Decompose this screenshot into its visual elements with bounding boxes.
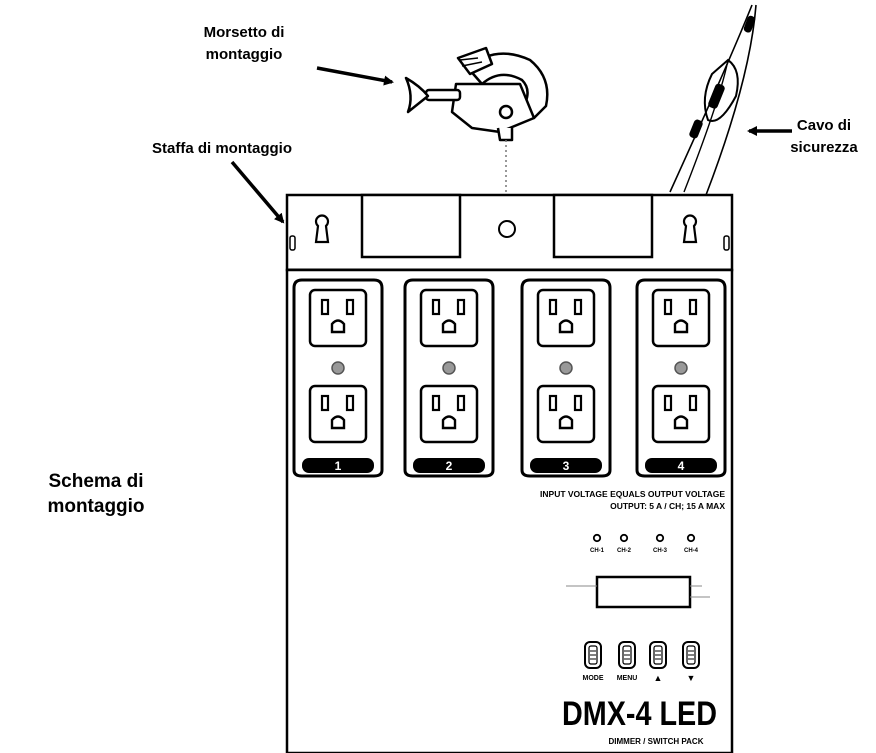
diagram-title-line1: Schema di	[48, 471, 144, 492]
model-subtitle: DIMMER / SWITCH PACK	[609, 737, 704, 746]
clamp-label-line1: Morsetto di	[203, 24, 285, 41]
bracket-hole	[498, 220, 516, 238]
led-indicators	[592, 533, 696, 543]
led-label-ch1: CH-1	[590, 548, 605, 554]
voltage-note-line1: INPUT VOLTAGE EQUALS OUTPUT VOLTAGE	[540, 489, 725, 499]
lcd-display	[595, 575, 692, 609]
keyhole-slot-right	[682, 214, 698, 244]
down-button	[682, 641, 700, 669]
mode-button-label: MODE	[583, 675, 604, 682]
outlet-1	[292, 278, 384, 478]
down-button-label: ▼	[687, 673, 696, 683]
clamp-arrow	[316, 66, 394, 86]
bracket-arrow	[230, 160, 285, 224]
bracket-label: Staffa di montaggio	[152, 140, 292, 157]
channel-number-1: 1	[335, 459, 342, 473]
diagram-title-line2: montaggio	[47, 496, 145, 517]
channel-number-3: 3	[563, 459, 570, 473]
up-button-label: ▲	[654, 673, 663, 683]
diagram-title: Schema di montaggio	[32, 469, 160, 519]
led-label-ch3: CH-3	[653, 548, 668, 554]
outlet-3	[520, 278, 612, 478]
menu-button	[618, 641, 636, 669]
clamp-label-line2: montaggio	[205, 46, 283, 63]
voltage-note-line2: OUTPUT: 5 A / CH; 15 A MAX	[610, 501, 725, 511]
clamp-label: Morsetto di montaggio	[178, 22, 310, 66]
keyhole-slot-left	[314, 214, 330, 244]
up-button	[649, 641, 667, 669]
channel-number-4: 4	[678, 459, 685, 473]
menu-button-label: MENU	[617, 675, 638, 682]
channel-number-2: 2	[446, 459, 453, 473]
safety-cable-label: Cavo di sicurezza	[775, 115, 873, 159]
safety-cable-label-line1: Cavo di	[796, 117, 852, 134]
safety-cable-label-line2: sicurezza	[790, 139, 858, 156]
model-name: DMX-4 LED	[562, 695, 717, 733]
mounting-clamp-drawing	[404, 46, 549, 142]
outlet-4	[635, 278, 727, 478]
outlet-2	[403, 278, 495, 478]
mode-button	[584, 641, 602, 669]
led-label-ch2: CH-2	[617, 548, 632, 554]
led-label-ch4: CH-4	[684, 548, 699, 554]
